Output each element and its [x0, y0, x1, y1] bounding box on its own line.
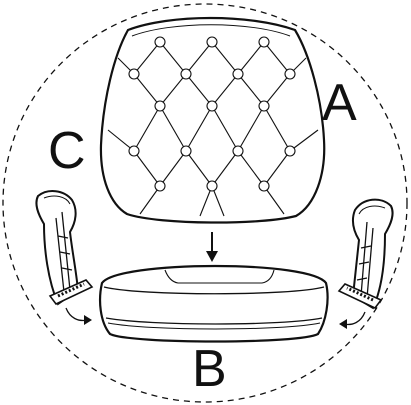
- tufting-button-icon: [181, 146, 191, 156]
- label-b: B: [192, 340, 227, 398]
- tufting-button-icon: [285, 69, 295, 79]
- label-c: C: [48, 122, 86, 180]
- tufting-button-icon: [155, 181, 165, 191]
- tufting-button-icon: [233, 69, 243, 79]
- tufting-button-icon: [285, 146, 295, 156]
- right-armrest-part-c: [339, 200, 393, 329]
- left-armrest-part-c: [36, 191, 92, 304]
- tufting-button-icon: [181, 69, 191, 79]
- backrest-outline: [101, 18, 324, 223]
- label-a: A: [322, 74, 357, 132]
- seat-outline: [100, 266, 328, 342]
- tufting-button-icon: [207, 101, 217, 111]
- tufting-button-icon: [233, 146, 243, 156]
- tufting-button-icon: [259, 37, 269, 47]
- tufting-button-icon: [155, 101, 165, 111]
- tufting-button-icon: [259, 101, 269, 111]
- backrest-part-a: [101, 18, 324, 223]
- tufting-button-icon: [259, 181, 269, 191]
- tufting-button-icon: [155, 37, 165, 47]
- tufting-button-icon: [129, 69, 139, 79]
- tufting-button-icon: [129, 146, 139, 156]
- tufting-button-icon: [207, 37, 217, 47]
- seat-part-b: [100, 266, 328, 342]
- curved-arrow-icon: [66, 308, 92, 325]
- arrow-down-icon: [206, 232, 218, 262]
- tufting-button-icon: [207, 181, 217, 191]
